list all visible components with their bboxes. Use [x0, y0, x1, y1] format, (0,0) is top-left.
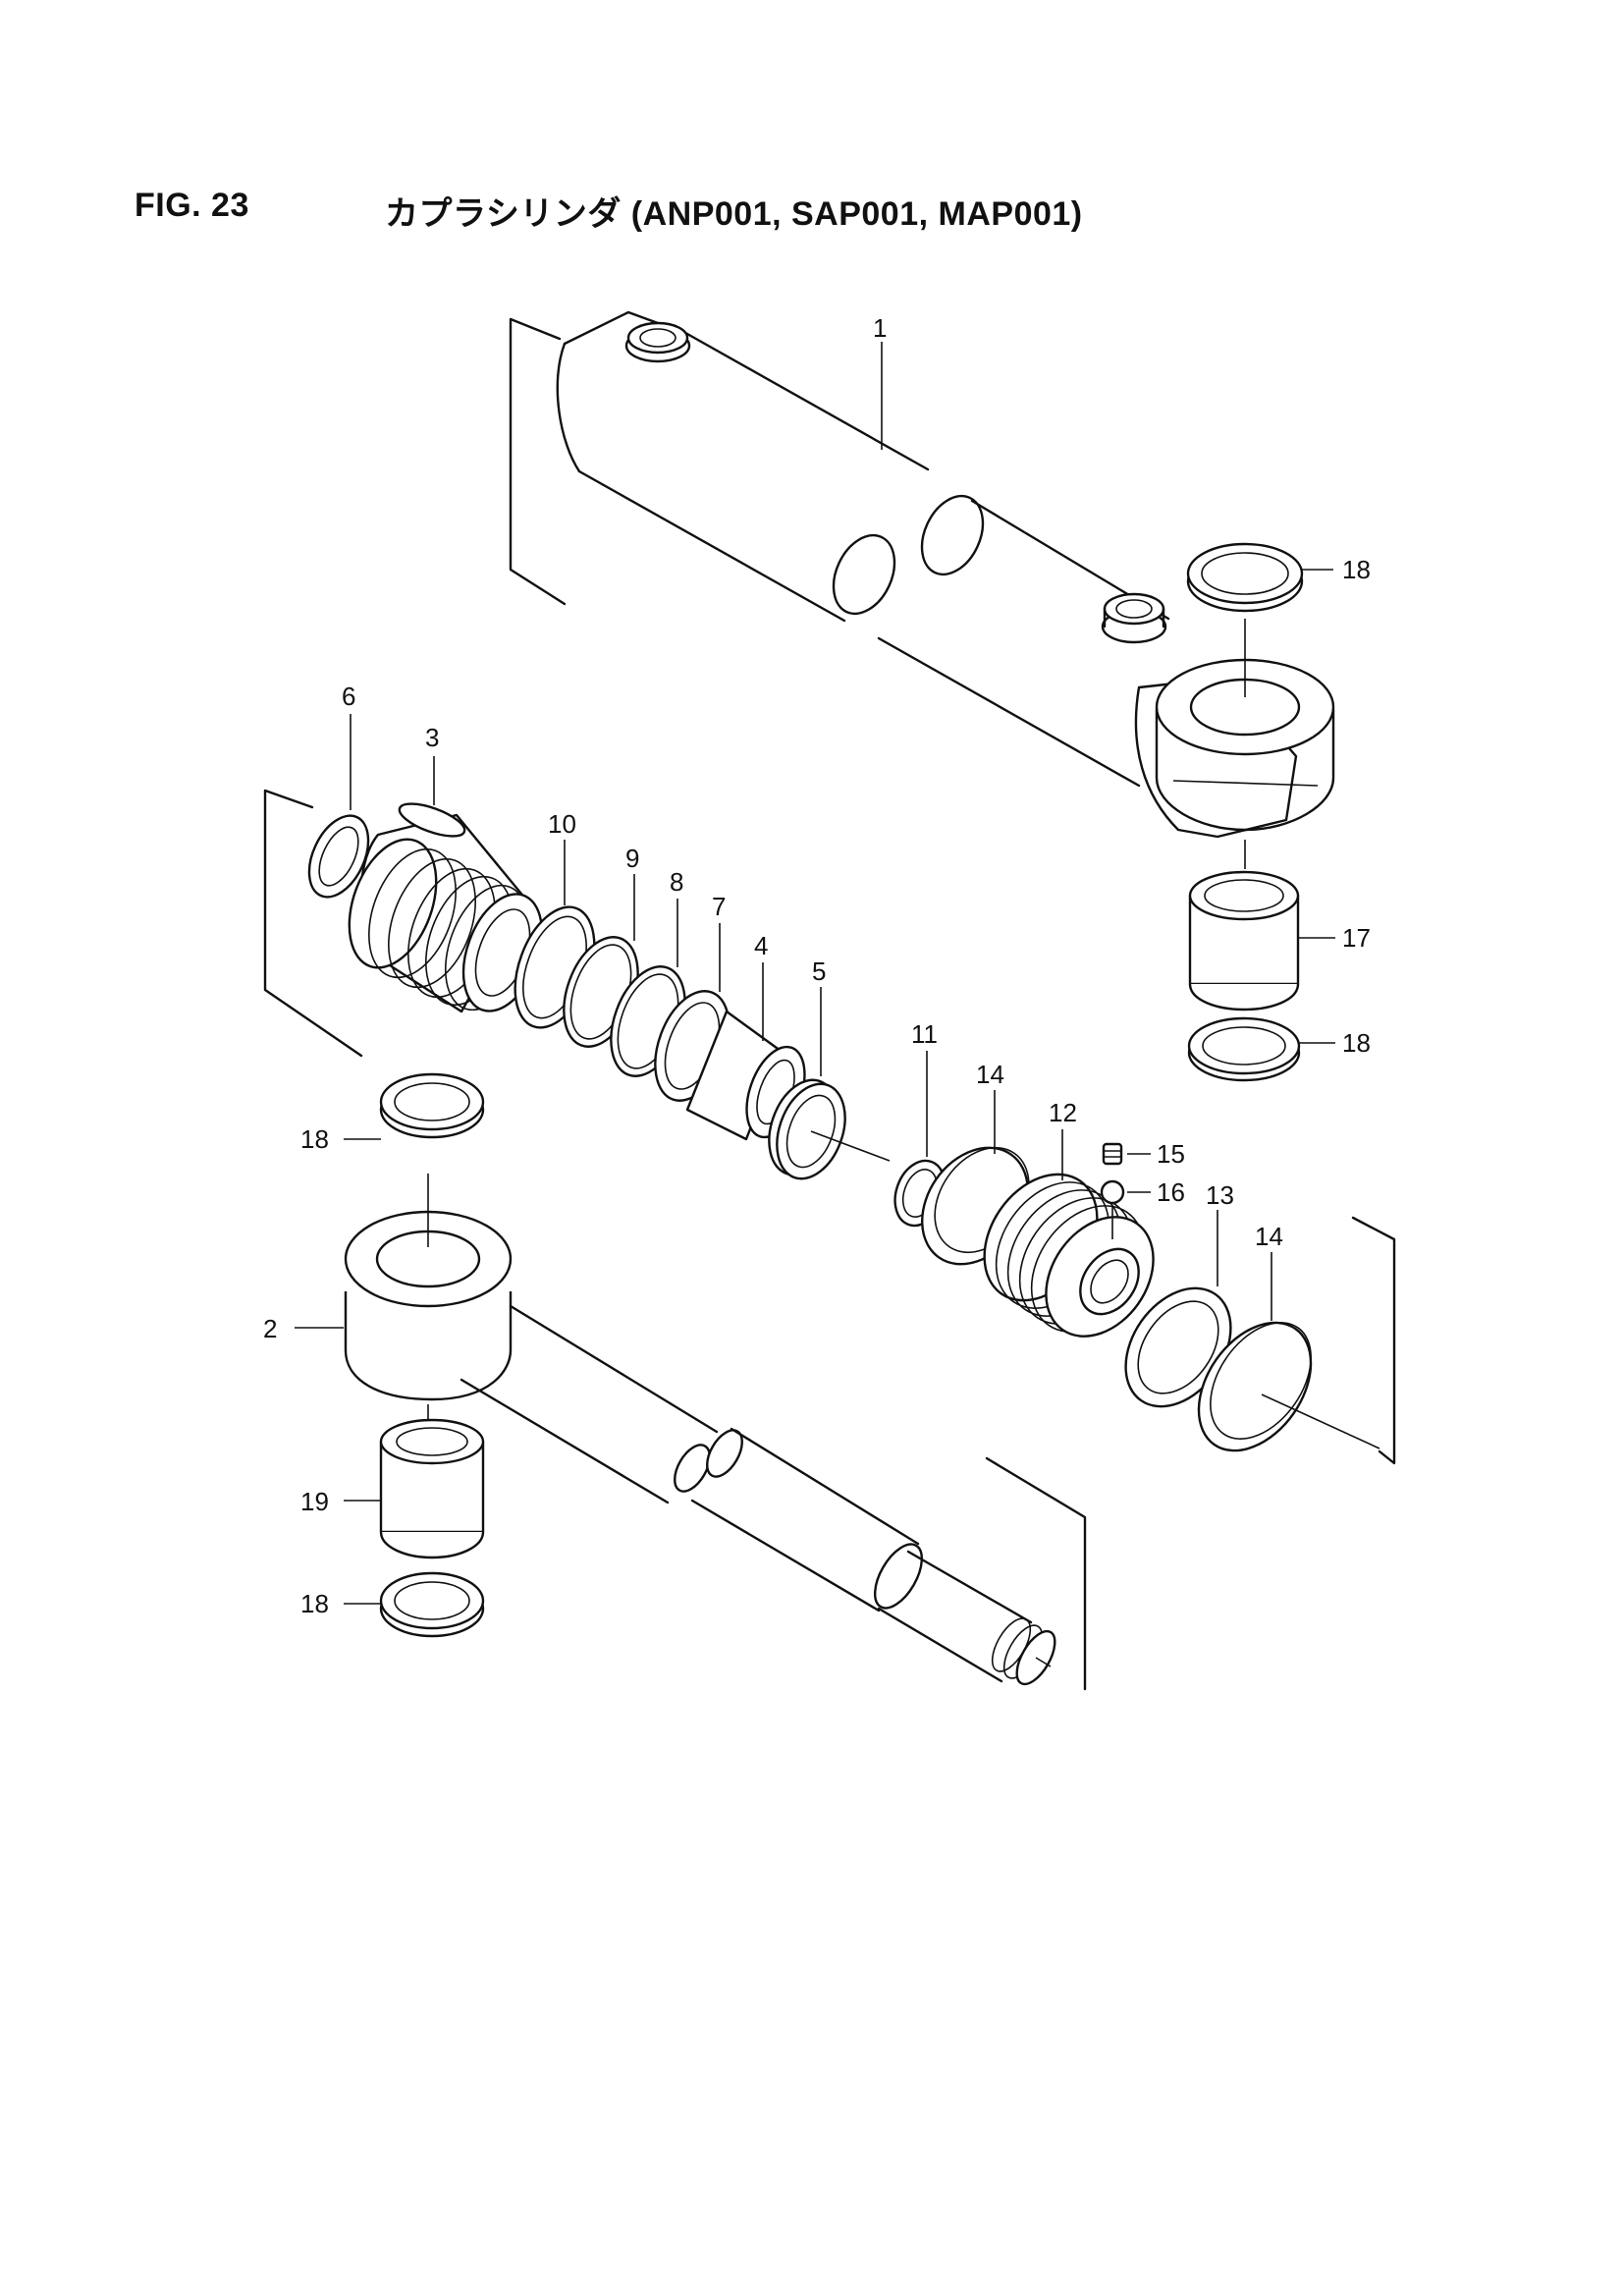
- callout-3: 3: [425, 723, 439, 752]
- part-2-piston-rod: 2: [263, 1174, 1087, 1691]
- part-6-wiper: 6: [307, 682, 370, 899]
- callout-5: 5: [812, 957, 826, 986]
- callout-7: 7: [712, 892, 726, 921]
- part-18-ring-rod-top: 18: [300, 1072, 485, 1154]
- part-18-ring-top: 18: [1186, 542, 1371, 613]
- part-5-ring: 5: [768, 957, 891, 1180]
- callout-11: 11: [911, 1019, 938, 1049]
- part-15-set-screw: 15: [1102, 1139, 1185, 1169]
- part-1-cylinder-tube: 1: [509, 310, 1335, 869]
- callout-18-d: 18: [300, 1589, 329, 1618]
- callout-9: 9: [625, 844, 639, 873]
- callout-17: 17: [1342, 923, 1371, 953]
- part-16-steel-ball: 16: [1100, 1177, 1185, 1239]
- callout-10: 10: [548, 809, 576, 839]
- part-18-ring-rod-bottom: 18: [300, 1571, 485, 1638]
- callout-18-c: 18: [300, 1124, 329, 1154]
- bracket-left: [263, 789, 363, 1058]
- part-19-bushing: 19: [300, 1418, 485, 1559]
- callout-2: 2: [263, 1314, 277, 1343]
- part-18-ring-right: 18: [1187, 1016, 1371, 1082]
- callout-14-b: 14: [1255, 1222, 1283, 1251]
- bracket-right: [1351, 1216, 1396, 1465]
- part-3-gland: 3: [348, 723, 544, 1013]
- part-17-bushing: 17: [1188, 870, 1371, 1011]
- figure-number: FIG. 23: [135, 187, 249, 224]
- callout-14-a: 14: [976, 1060, 1004, 1089]
- part-14-wear-ring-b: 14: [1197, 1222, 1380, 1452]
- callout-13: 13: [1206, 1180, 1234, 1210]
- callout-18-b: 18: [1342, 1028, 1371, 1058]
- callout-19: 19: [300, 1487, 329, 1516]
- callout-6: 6: [342, 682, 355, 711]
- callout-4: 4: [754, 931, 768, 960]
- callout-18-a: 18: [1342, 555, 1371, 584]
- callout-15: 15: [1157, 1139, 1185, 1169]
- callout-8: 8: [670, 867, 683, 897]
- figure-title: カプラシリンダ (ANP001, SAP001, MAP001): [385, 195, 1083, 233]
- callout-16: 16: [1157, 1177, 1185, 1207]
- part-12-piston: 12: [983, 1098, 1155, 1338]
- callout-1: 1: [873, 313, 887, 343]
- callout-12: 12: [1049, 1098, 1077, 1127]
